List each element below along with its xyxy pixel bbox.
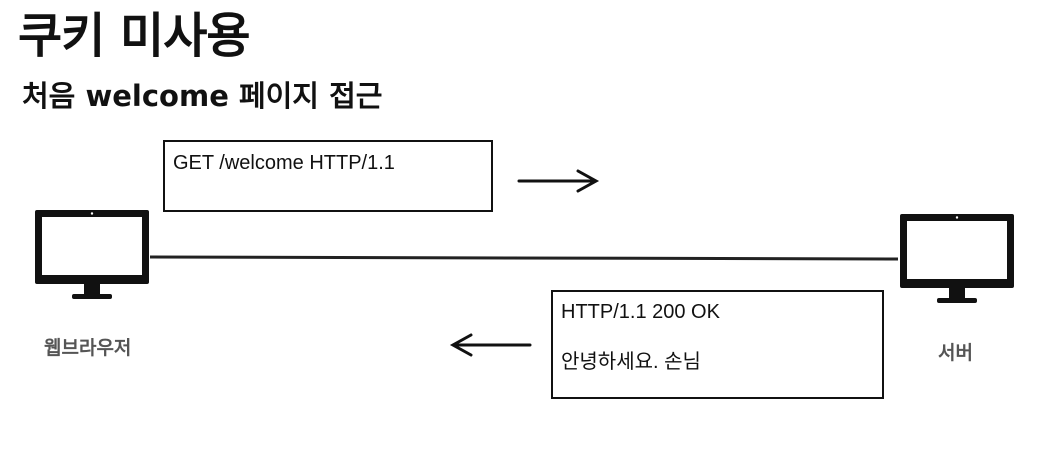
- response-body: 안녕하세요. 손님: [561, 351, 701, 373]
- response-arrow: [449, 333, 532, 357]
- client-label: 웹브라우저: [44, 337, 132, 359]
- connection-line: [149, 255, 899, 261]
- request-arrow: [517, 169, 600, 193]
- request-box: GET /welcome HTTP/1.1: [163, 140, 493, 212]
- client-monitor-icon: [35, 210, 149, 299]
- request-text: GET /welcome HTTP/1.1: [173, 152, 395, 174]
- server-monitor-icon: [900, 214, 1014, 303]
- page-title: 쿠키 미사용: [18, 8, 251, 64]
- page-subtitle: 처음 welcome 페이지 접근: [22, 79, 383, 113]
- response-box: HTTP/1.1 200 OK 안녕하세요. 손님: [551, 290, 884, 399]
- response-status: HTTP/1.1 200 OK: [561, 301, 720, 323]
- server-label: 서버: [938, 342, 973, 364]
